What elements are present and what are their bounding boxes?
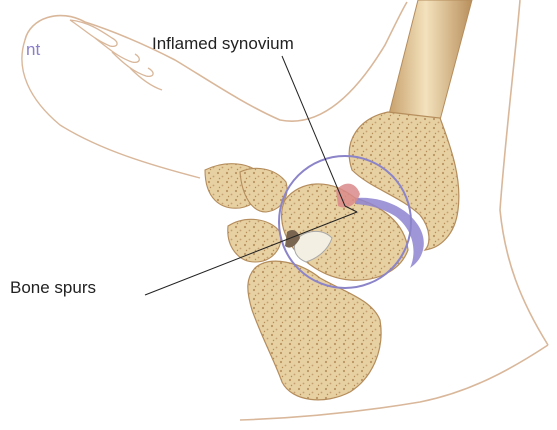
- forefoot-outline: [22, 40, 200, 178]
- tibia-shaft: [388, 0, 472, 120]
- title-fragment: nt: [26, 41, 40, 58]
- label-bone-spurs: Bone spurs: [10, 279, 96, 296]
- toes: [70, 20, 162, 90]
- midfoot-bones: [205, 164, 287, 262]
- calcaneus: [248, 261, 381, 400]
- label-inflamed-synovium: Inflamed synovium: [152, 35, 294, 52]
